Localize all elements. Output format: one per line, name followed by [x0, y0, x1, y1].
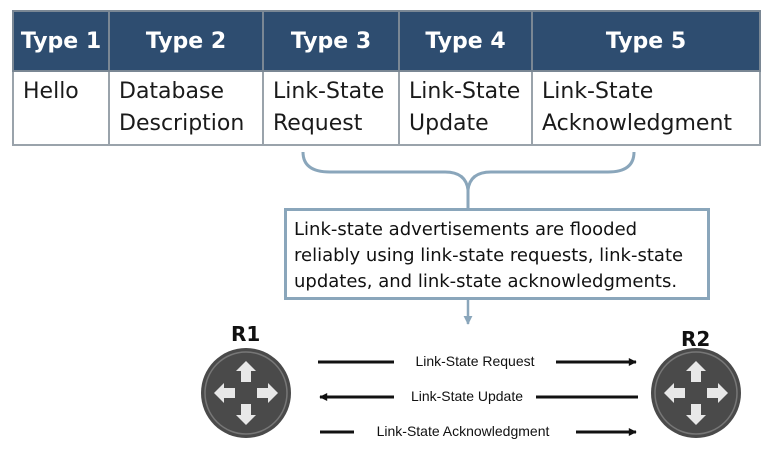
cell-type-1: Hello	[12, 70, 110, 146]
cell-line: Link-State	[409, 79, 521, 104]
cell-line: Update	[409, 111, 489, 136]
cell-type-5: Link-State Acknowledgment	[531, 70, 761, 146]
cell-line: Link-State	[542, 79, 654, 104]
table-row: Hello Database Description Link-State Re…	[12, 70, 761, 146]
router-r1-label: R1	[231, 322, 261, 346]
table-header-row: Type 1 Type 2 Type 3 Type 4 Type 5	[12, 10, 761, 72]
cell-type-2: Database Description	[108, 70, 264, 146]
router-r2-label: R2	[681, 327, 711, 351]
message-label-acknowledgment: Link-State Acknowledgment	[376, 423, 550, 439]
cell-line: Request	[273, 111, 363, 136]
cell-line: Description	[119, 111, 245, 136]
cell-type-4: Link-State Update	[398, 70, 533, 146]
cell-type-3: Link-State Request	[262, 70, 400, 146]
cell-line: Hello	[23, 79, 79, 104]
message-label-update: Link-State Update	[410, 388, 524, 404]
header-type-1: Type 1	[12, 10, 110, 72]
cell-line: Link-State	[273, 79, 385, 104]
router-r2-icon	[651, 348, 741, 438]
header-type-4: Type 4	[398, 10, 533, 72]
header-type-5: Type 5	[531, 10, 761, 72]
description-box: Link-state advertisements are flooded re…	[284, 208, 710, 300]
router-r1-icon	[201, 348, 291, 438]
cell-line: Acknowledgment	[542, 111, 733, 136]
grouping-brace	[301, 151, 636, 191]
message-label-request: Link-State Request	[415, 353, 535, 369]
header-type-2: Type 2	[108, 10, 264, 72]
header-type-3: Type 3	[262, 10, 400, 72]
cell-line: Database	[119, 79, 224, 104]
ospf-packet-types-table: Type 1 Type 2 Type 3 Type 4 Type 5 Hello…	[12, 10, 761, 146]
